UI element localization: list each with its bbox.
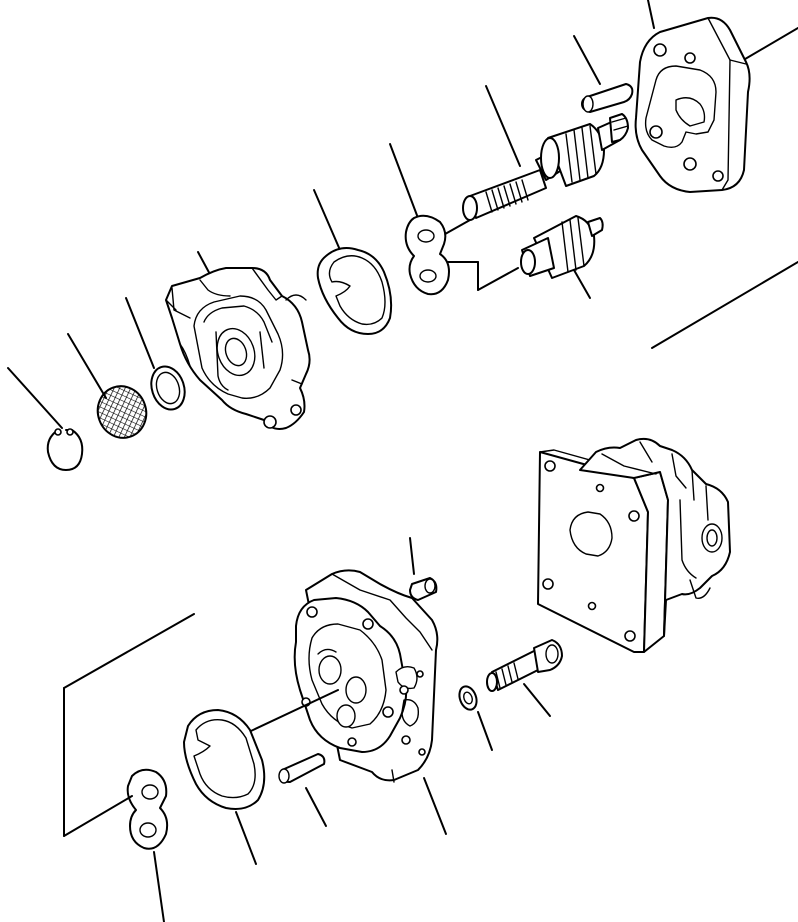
shaft-spline	[485, 179, 529, 213]
snap-ring	[7, 367, 84, 471]
front-cover	[165, 251, 311, 430]
front-cover-flange	[634, 0, 751, 193]
driven-gear-teeth	[561, 217, 585, 273]
driven-gear	[520, 215, 604, 299]
oil-seal	[67, 333, 148, 439]
upper-thrust-plate	[389, 143, 450, 296]
lower-pin	[278, 753, 327, 827]
upper-o-ring	[125, 297, 186, 411]
lower-boundary-lines	[63, 613, 195, 837]
rear-housing	[293, 569, 447, 835]
lower-thrust-plate	[126, 768, 169, 922]
drive-gear-teeth	[565, 125, 597, 183]
lower-seal-ring	[183, 689, 339, 865]
upper-seal-ring	[313, 189, 393, 335]
bolt-thread	[495, 662, 519, 689]
bolt	[486, 639, 563, 717]
upper-dowel-pin	[573, 35, 634, 113]
drive-shaft	[462, 85, 629, 221]
washer	[458, 685, 493, 751]
gear-case	[537, 437, 731, 653]
lower-dowel-pin	[409, 537, 438, 601]
